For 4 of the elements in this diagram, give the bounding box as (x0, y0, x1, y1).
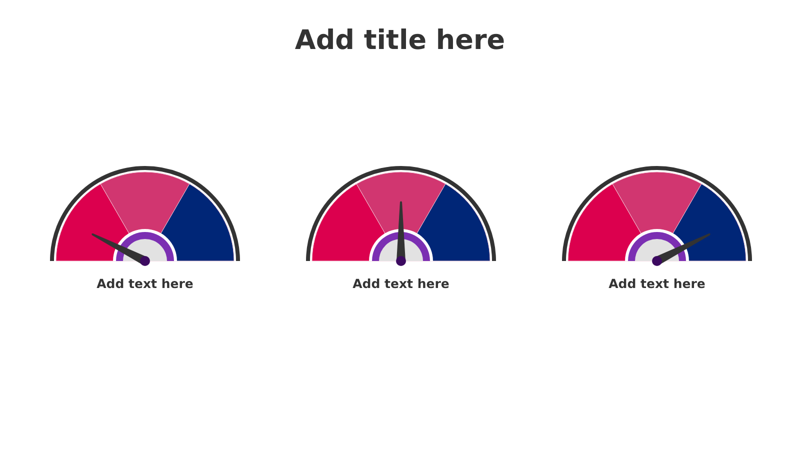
gauge-caption: Add text here (352, 276, 450, 292)
title: Add title here (294, 24, 506, 58)
gauge-caption: Add text here (608, 276, 706, 292)
gauge-caption: Add text here (96, 276, 194, 292)
